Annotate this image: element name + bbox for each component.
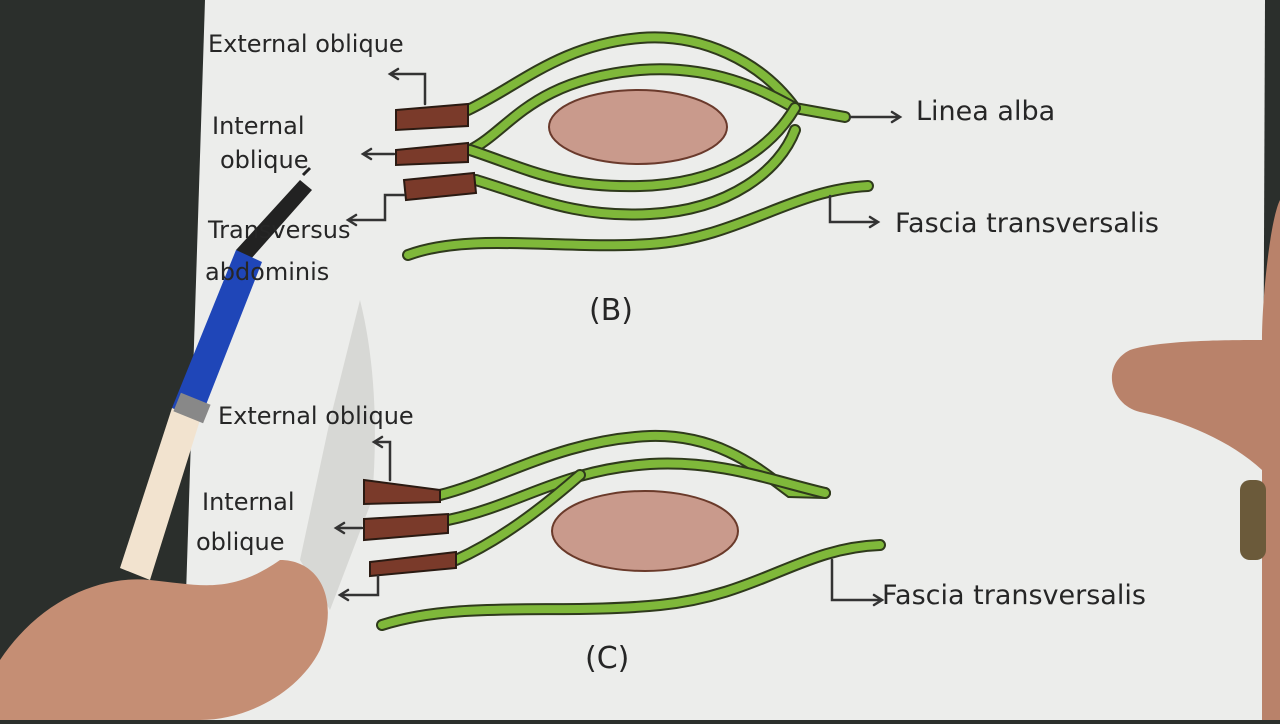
figure-label-c: (C) — [585, 641, 630, 676]
pen-shadow — [300, 300, 375, 610]
internal-oblique-muscle-b — [395, 141, 469, 167]
label-linea-alba-b: Linea alba — [916, 96, 1056, 127]
label-internal-oblique-b-line1: Internal — [212, 112, 305, 140]
transversus-muscle-b — [402, 171, 478, 202]
label-internal-oblique-c-line1: Internal — [202, 488, 295, 516]
label-fascia-transversalis-c: Fascia transversalis — [882, 580, 1146, 611]
external-oblique-muscle-b — [395, 102, 469, 132]
label-external-oblique-b: External oblique — [208, 30, 404, 58]
ring — [1240, 480, 1266, 560]
label-external-oblique-c: External oblique — [218, 402, 414, 430]
diagram-b-drawing — [345, 31, 903, 261]
label-transversus-b-line2: abdominis — [205, 258, 330, 286]
rectus-muscle-b — [548, 89, 728, 165]
left-hand — [0, 560, 328, 720]
label-internal-oblique-c-line2: oblique — [196, 528, 285, 556]
rectus-muscle-c — [551, 490, 739, 572]
label-internal-oblique-b-line2: oblique — [220, 146, 309, 174]
label-transversus-b-line1: Transversus — [208, 216, 351, 244]
figure-label-b: (B) — [589, 293, 633, 328]
arrows-b — [345, 67, 903, 229]
right-hand — [1111, 200, 1280, 720]
external-oblique-muscle-c — [363, 478, 441, 506]
arrows-c — [333, 435, 885, 607]
diagram-c-drawing — [333, 429, 886, 631]
label-fascia-transversalis-b: Fascia transversalis — [895, 208, 1159, 239]
pen — [120, 166, 312, 580]
transversus-muscle-c — [369, 550, 457, 578]
paper-sheet — [182, 0, 1265, 720]
internal-oblique-muscle-c — [363, 512, 449, 542]
